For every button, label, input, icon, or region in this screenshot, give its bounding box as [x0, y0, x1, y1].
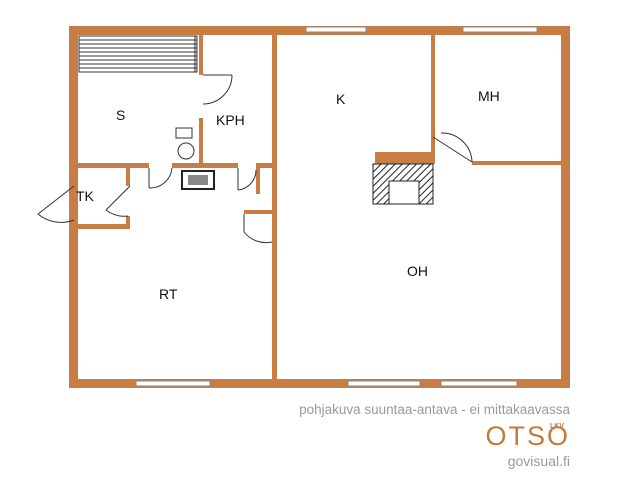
logo-sub: LKV	[550, 423, 564, 430]
disclaimer-text: pohjakuva suuntaa-antava - ei mittakaava…	[299, 402, 570, 417]
room-label-k: K	[336, 91, 346, 107]
otso-logo: OTSO LKV	[299, 421, 570, 451]
room-label-kph: KPH	[216, 112, 245, 128]
outer-walls	[69, 26, 570, 388]
windows	[135, 26, 538, 387]
fireplace-icon	[372, 163, 434, 205]
logo-text: OTSO	[485, 421, 570, 451]
room-label-rt: RT	[159, 286, 178, 302]
stove-icon	[181, 170, 215, 190]
website-text: govisual.fi	[507, 453, 570, 469]
sauna-bench	[78, 35, 198, 73]
interior-walls	[74, 30, 564, 383]
footer: pohjakuva suuntaa-antava - ei mittakaava…	[299, 402, 570, 469]
room-label-s: S	[116, 107, 125, 123]
room-label-tk: TK	[76, 188, 95, 204]
room-label-oh: OH	[407, 263, 428, 279]
room-label-mh: MH	[478, 88, 500, 104]
toilet-icon	[175, 127, 195, 160]
doors	[37, 74, 473, 244]
